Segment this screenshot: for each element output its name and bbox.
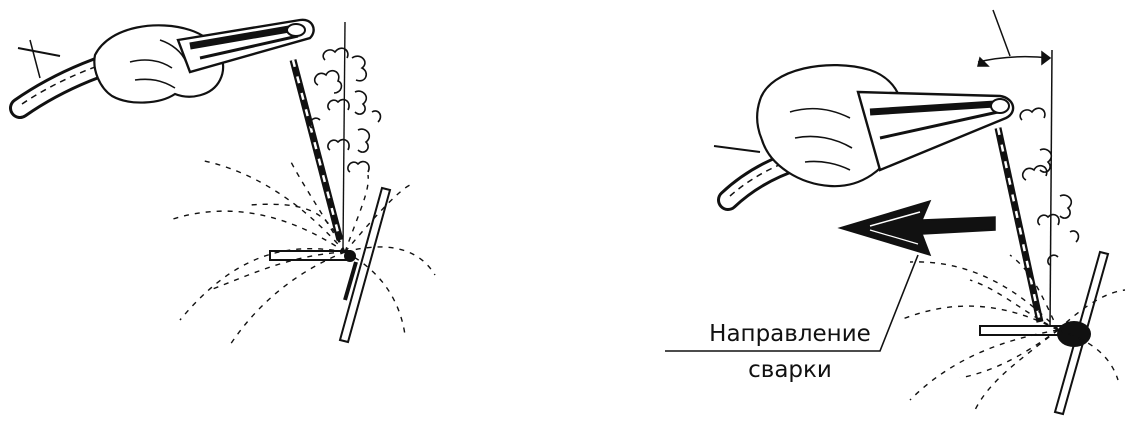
right-vertical-reference-line <box>1050 50 1052 330</box>
welding-direction-arrow-icon <box>840 201 995 255</box>
left-vertical-reference-line <box>343 22 345 248</box>
right-electrode-holder-icon <box>858 92 1013 170</box>
right-panel: Направление сварки <box>665 10 1125 414</box>
label-line-2: сварки <box>748 357 832 383</box>
right-electrode-icon <box>998 128 1040 322</box>
label-line-1: Направление <box>709 321 871 347</box>
right-smoke-icon <box>1020 108 1078 265</box>
left-panel <box>18 20 435 345</box>
